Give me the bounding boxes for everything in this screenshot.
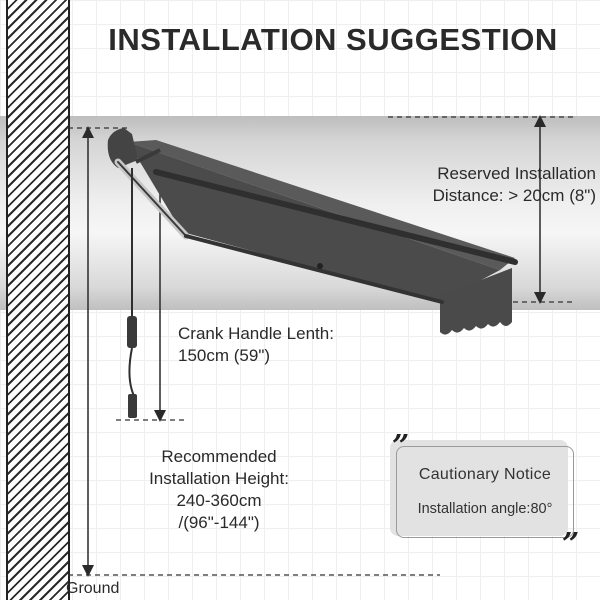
cautionary-notice-title: Cautionary Notice [418,466,552,483]
recommended-height-label: Recommended Installation Height: 240-360… [134,446,304,534]
crank-handle-end [128,394,137,418]
crank-handle-line1: Crank Handle Lenth: [178,324,334,343]
open-quote-mark: ” [392,429,410,464]
awning-fabric-underside [128,142,500,302]
recommended-height-line3: 240-360cm [176,491,262,510]
page-title: INSTALLATION SUGGESTION [108,22,558,57]
wall-hatch [6,0,70,600]
arm-elbow-joint [317,263,323,269]
installation-angle-text: Installation angle:80° [417,501,553,517]
close-quote-mark: ” [562,527,580,562]
cautionary-notice-border [396,446,574,538]
reserved-distance-line2: Distance: > 20cm (8") [432,186,596,205]
wall-mount-cassette [107,128,138,168]
arm-upper-edge [117,161,187,237]
recommended-height-line2: Installation Height: [149,469,289,488]
cautionary-notice-card [390,440,568,536]
front-bar [153,169,518,265]
crank-handle-label: Crank Handle Lenth: 150cm (59") [178,323,334,367]
arm-lower [184,234,444,304]
recommended-height-line1: Recommended [161,447,277,466]
ground-label: Ground [66,580,120,597]
arm-hinge [135,148,161,164]
crank-grip [127,316,137,348]
recommended-height-line4: /(96"-144") [178,513,260,532]
awning-valance [440,268,512,335]
reserved-distance-label: Reserved Installation Distance: > 20cm (… [396,163,596,207]
crank-rod-lower [128,347,135,397]
crank-handle-line2: 150cm (59") [178,346,271,365]
reserved-distance-line1: Reserved Installation [437,164,596,183]
